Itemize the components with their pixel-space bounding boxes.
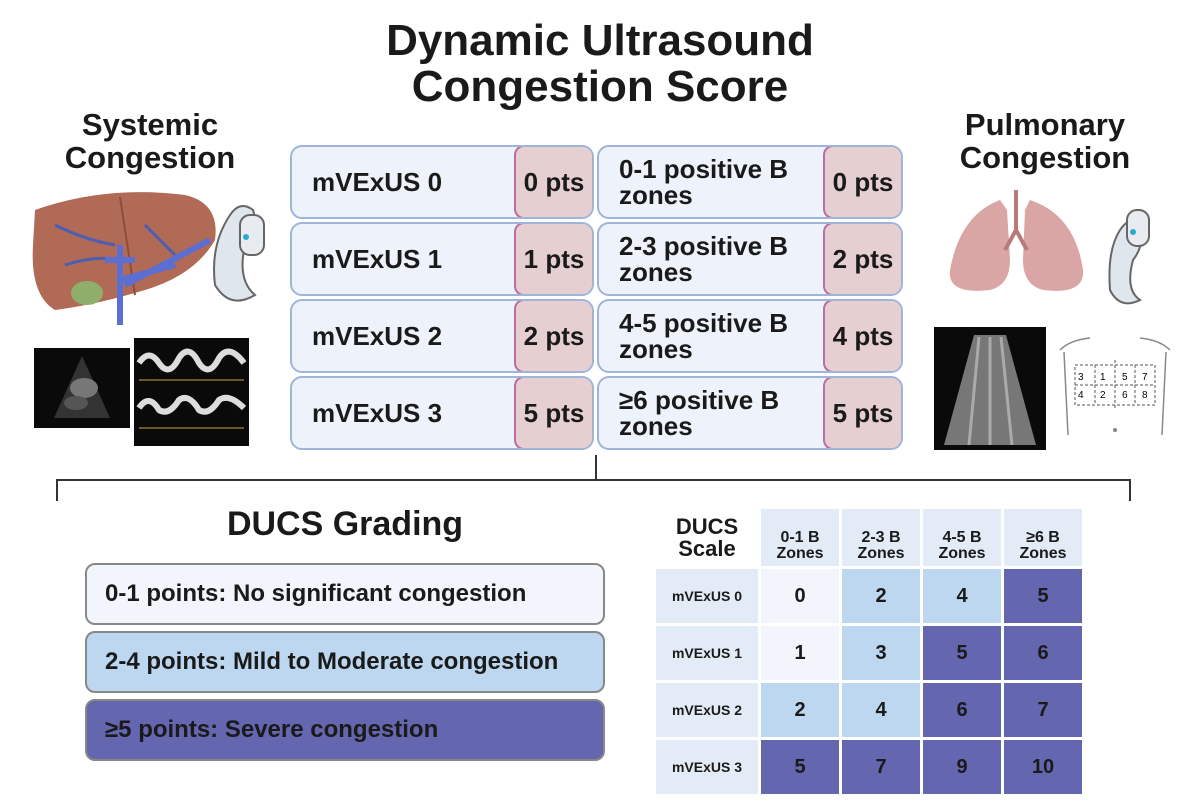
scale-title: DUCS Scale bbox=[656, 509, 758, 566]
grade-none: 0-1 points: No significant congestion bbox=[85, 563, 605, 625]
score-cell: 6 bbox=[923, 683, 1001, 737]
column-header: 4-5 B Zones bbox=[923, 509, 1001, 566]
page-title: Dynamic Ultrasound Congestion Score bbox=[386, 16, 814, 111]
score-cell: 5 bbox=[761, 740, 839, 794]
bline-label: 0-1 positive B zones bbox=[619, 154, 789, 210]
grading-title: DUCS Grading bbox=[226, 505, 464, 543]
bline-row-2: 4-5 positive B zones 4 pts bbox=[597, 299, 903, 373]
bracket bbox=[56, 479, 1131, 501]
score-cell: 3 bbox=[842, 626, 920, 680]
zone-1: 1 bbox=[1100, 372, 1106, 383]
zone-8: 8 bbox=[1142, 390, 1148, 401]
table-row: mVExUS 1 1 3 5 6 bbox=[656, 626, 1082, 680]
lungs-ultrasound-illustration bbox=[949, 190, 1150, 305]
zone-2: 2 bbox=[1100, 390, 1106, 401]
row-header: mVExUS 1 bbox=[656, 626, 758, 680]
row-header: mVExUS 3 bbox=[656, 740, 758, 794]
score-cell: 5 bbox=[1004, 569, 1082, 623]
bline-label: 2-3 positive B zones bbox=[619, 231, 789, 287]
row-header: mVExUS 0 bbox=[656, 569, 758, 623]
pulmonary-congestion-title: Pulmonary Congestion bbox=[959, 107, 1131, 175]
column-header: ≥6 B Zones bbox=[1004, 509, 1082, 566]
score-cell: 9 bbox=[923, 740, 1001, 794]
bline-row-0: 0-1 positive B zones 0 pts bbox=[597, 145, 903, 219]
score-cell: 7 bbox=[1004, 683, 1082, 737]
column-header: 0-1 B Zones bbox=[761, 509, 839, 566]
venous-label: mVExUS 3 bbox=[312, 398, 443, 428]
points-badge: 5 pts bbox=[514, 378, 592, 448]
venous-row-1: mVExUS 1 1 pts bbox=[290, 222, 594, 296]
zone-6: 6 bbox=[1122, 390, 1128, 401]
ducs-scale-table: DUCS Scale 0-1 B Zones 2-3 B Zones 4-5 B… bbox=[653, 506, 1085, 797]
points-badge: 2 pts bbox=[514, 301, 592, 371]
grade-severe: ≥5 points: Severe congestion bbox=[85, 699, 605, 761]
zone-7: 7 bbox=[1142, 372, 1148, 383]
liver-ultrasound-illustration bbox=[32, 192, 265, 325]
venous-label: mVExUS 1 bbox=[312, 244, 443, 274]
grade-mild-moderate: 2-4 points: Mild to Moderate congestion bbox=[85, 631, 605, 693]
connector-stem bbox=[595, 455, 597, 480]
bline-label: ≥6 positive B zones bbox=[619, 385, 780, 441]
points-badge: 4 pts bbox=[823, 301, 901, 371]
zone-3: 3 bbox=[1078, 372, 1084, 383]
points-badge: 0 pts bbox=[514, 147, 592, 217]
table-row: mVExUS 0 0 2 4 5 bbox=[656, 569, 1082, 623]
row-header: mVExUS 2 bbox=[656, 683, 758, 737]
bline-row-3: ≥6 positive B zones 5 pts bbox=[597, 376, 903, 450]
doppler-waveform-image bbox=[134, 338, 249, 446]
zone-4: 4 bbox=[1078, 390, 1084, 401]
score-cell: 2 bbox=[842, 569, 920, 623]
score-cell: 5 bbox=[923, 626, 1001, 680]
table-row: mVExUS 3 5 7 9 10 bbox=[656, 740, 1082, 794]
venous-label: mVExUS 0 bbox=[312, 167, 443, 197]
table-row: mVExUS 2 2 4 6 7 bbox=[656, 683, 1082, 737]
venous-row-2: mVExUS 2 2 pts bbox=[290, 299, 594, 373]
column-header: 2-3 B Zones bbox=[842, 509, 920, 566]
lung-ultrasound-image bbox=[934, 327, 1046, 450]
bline-row-1: 2-3 positive B zones 2 pts bbox=[597, 222, 903, 296]
points-badge: 5 pts bbox=[823, 378, 901, 448]
points-badge: 0 pts bbox=[823, 147, 901, 217]
venous-row-0: mVExUS 0 0 pts bbox=[290, 145, 594, 219]
liver-ultrasound-image bbox=[34, 348, 130, 428]
score-cell: 7 bbox=[842, 740, 920, 794]
venous-row-3: mVExUS 3 5 pts bbox=[290, 376, 594, 450]
score-cell: 2 bbox=[761, 683, 839, 737]
chest-zone-diagram: 3 1 5 7 4 2 6 8 bbox=[1059, 337, 1171, 436]
points-badge: 2 pts bbox=[823, 224, 901, 294]
systemic-congestion-title: Systemic Congestion bbox=[64, 107, 236, 175]
score-cell: 1 bbox=[761, 626, 839, 680]
points-badge: 1 pts bbox=[514, 224, 592, 294]
score-cell: 4 bbox=[923, 569, 1001, 623]
venous-label: mVExUS 2 bbox=[312, 321, 443, 351]
score-cell: 10 bbox=[1004, 740, 1082, 794]
zone-5: 5 bbox=[1122, 372, 1128, 383]
bline-label: 4-5 positive B zones bbox=[619, 308, 789, 364]
score-cell: 4 bbox=[842, 683, 920, 737]
score-cell: 6 bbox=[1004, 626, 1082, 680]
score-cell: 0 bbox=[761, 569, 839, 623]
